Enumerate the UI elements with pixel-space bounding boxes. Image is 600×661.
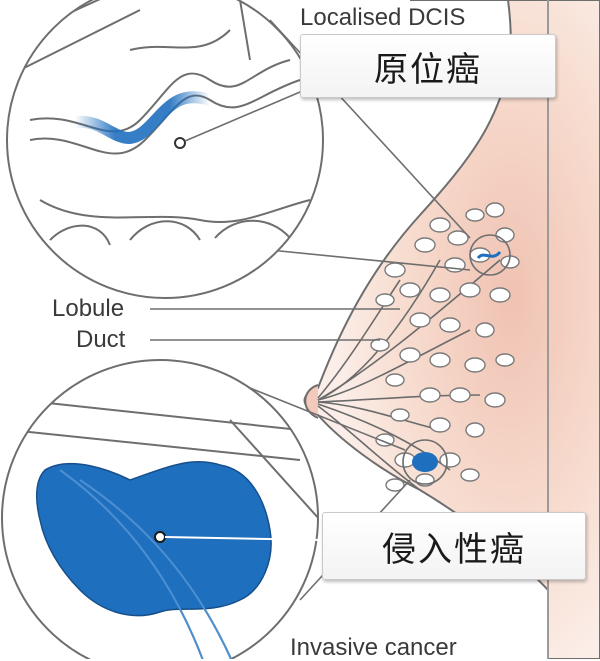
localised-dcis-label: Localised DCIS bbox=[300, 6, 465, 30]
lobule-label: Lobule bbox=[52, 297, 124, 321]
bottom-magnified-circle bbox=[2, 360, 322, 659]
top-magnified-circle bbox=[7, 0, 323, 298]
invasive-callout-text: 侵入性癌 bbox=[382, 522, 526, 571]
in-situ-callout: 原位癌 bbox=[300, 34, 556, 98]
in-situ-callout-text: 原位癌 bbox=[374, 42, 482, 91]
invasive-callout: 侵入性癌 bbox=[322, 512, 586, 580]
duct-label: Duct bbox=[76, 328, 125, 352]
invasive-cancer-label: Invasive cancer bbox=[290, 636, 457, 660]
